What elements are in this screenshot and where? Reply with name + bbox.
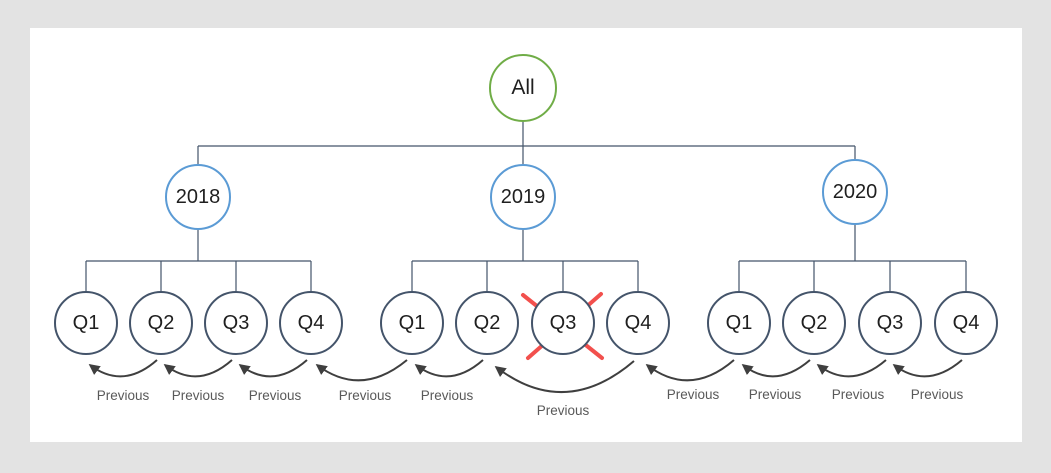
previous-arrow bbox=[315, 359, 408, 382]
previous-arrow bbox=[414, 359, 484, 378]
node-quarter-label: Q1 bbox=[398, 311, 426, 334]
node-year-label: 2018 bbox=[175, 185, 221, 208]
node-year-label: 2019 bbox=[500, 185, 546, 208]
previous-arrow-label: Previous bbox=[748, 387, 802, 402]
node-quarter-label: Q3 bbox=[876, 311, 904, 334]
node-quarter-2019-q1: Q1 bbox=[380, 291, 444, 355]
node-year-2019: 2019 bbox=[490, 164, 556, 230]
previous-arrow-skip-q3 bbox=[494, 360, 635, 394]
previous-arrow bbox=[163, 359, 233, 378]
previous-arrow-label-skip-q3: Previous bbox=[536, 403, 590, 418]
node-quarter-label: Q1 bbox=[725, 311, 753, 334]
node-quarter-label: Q2 bbox=[473, 311, 501, 334]
previous-arrow-label: Previous bbox=[910, 387, 964, 402]
tree-connectors bbox=[85, 122, 967, 291]
previous-arrow bbox=[816, 359, 887, 378]
node-quarter-2018-q3: Q3 bbox=[204, 291, 268, 355]
previous-arrows bbox=[88, 359, 963, 394]
node-all-label: All bbox=[511, 76, 535, 99]
previous-arrow bbox=[741, 359, 811, 378]
node-quarter-2019-q4: Q4 bbox=[606, 291, 670, 355]
node-quarter-label: Q3 bbox=[222, 311, 250, 334]
node-quarter-label: Q3 bbox=[549, 311, 577, 334]
previous-arrow-label: Previous bbox=[831, 387, 885, 402]
node-quarter-2019-q3-crossed-out: Q3 bbox=[531, 291, 595, 355]
node-quarter-label: Q4 bbox=[952, 311, 980, 334]
node-quarter-2020-q3: Q3 bbox=[858, 291, 922, 355]
node-year-label: 2020 bbox=[832, 180, 878, 203]
node-quarter-label: Q4 bbox=[297, 311, 325, 334]
previous-arrow-label: Previous bbox=[248, 388, 302, 403]
node-quarter-2020-q1: Q1 bbox=[707, 291, 771, 355]
previous-arrow-label: Previous bbox=[338, 388, 392, 403]
node-quarter-2018-q4: Q4 bbox=[279, 291, 343, 355]
node-quarter-label: Q2 bbox=[147, 311, 175, 334]
previous-arrow-label: Previous bbox=[666, 387, 720, 402]
previous-arrow bbox=[892, 359, 963, 378]
node-quarter-label: Q2 bbox=[800, 311, 828, 334]
node-quarter-2020-q4: Q4 bbox=[934, 291, 998, 355]
previous-arrow-label: Previous bbox=[171, 388, 225, 403]
previous-arrow bbox=[88, 359, 158, 378]
previous-arrow bbox=[238, 359, 308, 378]
node-year-2020: 2020 bbox=[822, 159, 888, 225]
previous-arrow-label: Previous bbox=[96, 388, 150, 403]
node-quarter-2020-q2: Q2 bbox=[782, 291, 846, 355]
node-quarter-label: Q4 bbox=[624, 311, 652, 334]
node-quarter-2019-q2: Q2 bbox=[455, 291, 519, 355]
node-quarter-2018-q2: Q2 bbox=[129, 291, 193, 355]
node-year-2018: 2018 bbox=[165, 164, 231, 230]
previous-arrow-label: Previous bbox=[420, 388, 474, 403]
node-quarter-2018-q1: Q1 bbox=[54, 291, 118, 355]
node-all: All bbox=[489, 54, 557, 122]
node-quarter-label: Q1 bbox=[72, 311, 100, 334]
previous-arrow bbox=[645, 359, 735, 382]
